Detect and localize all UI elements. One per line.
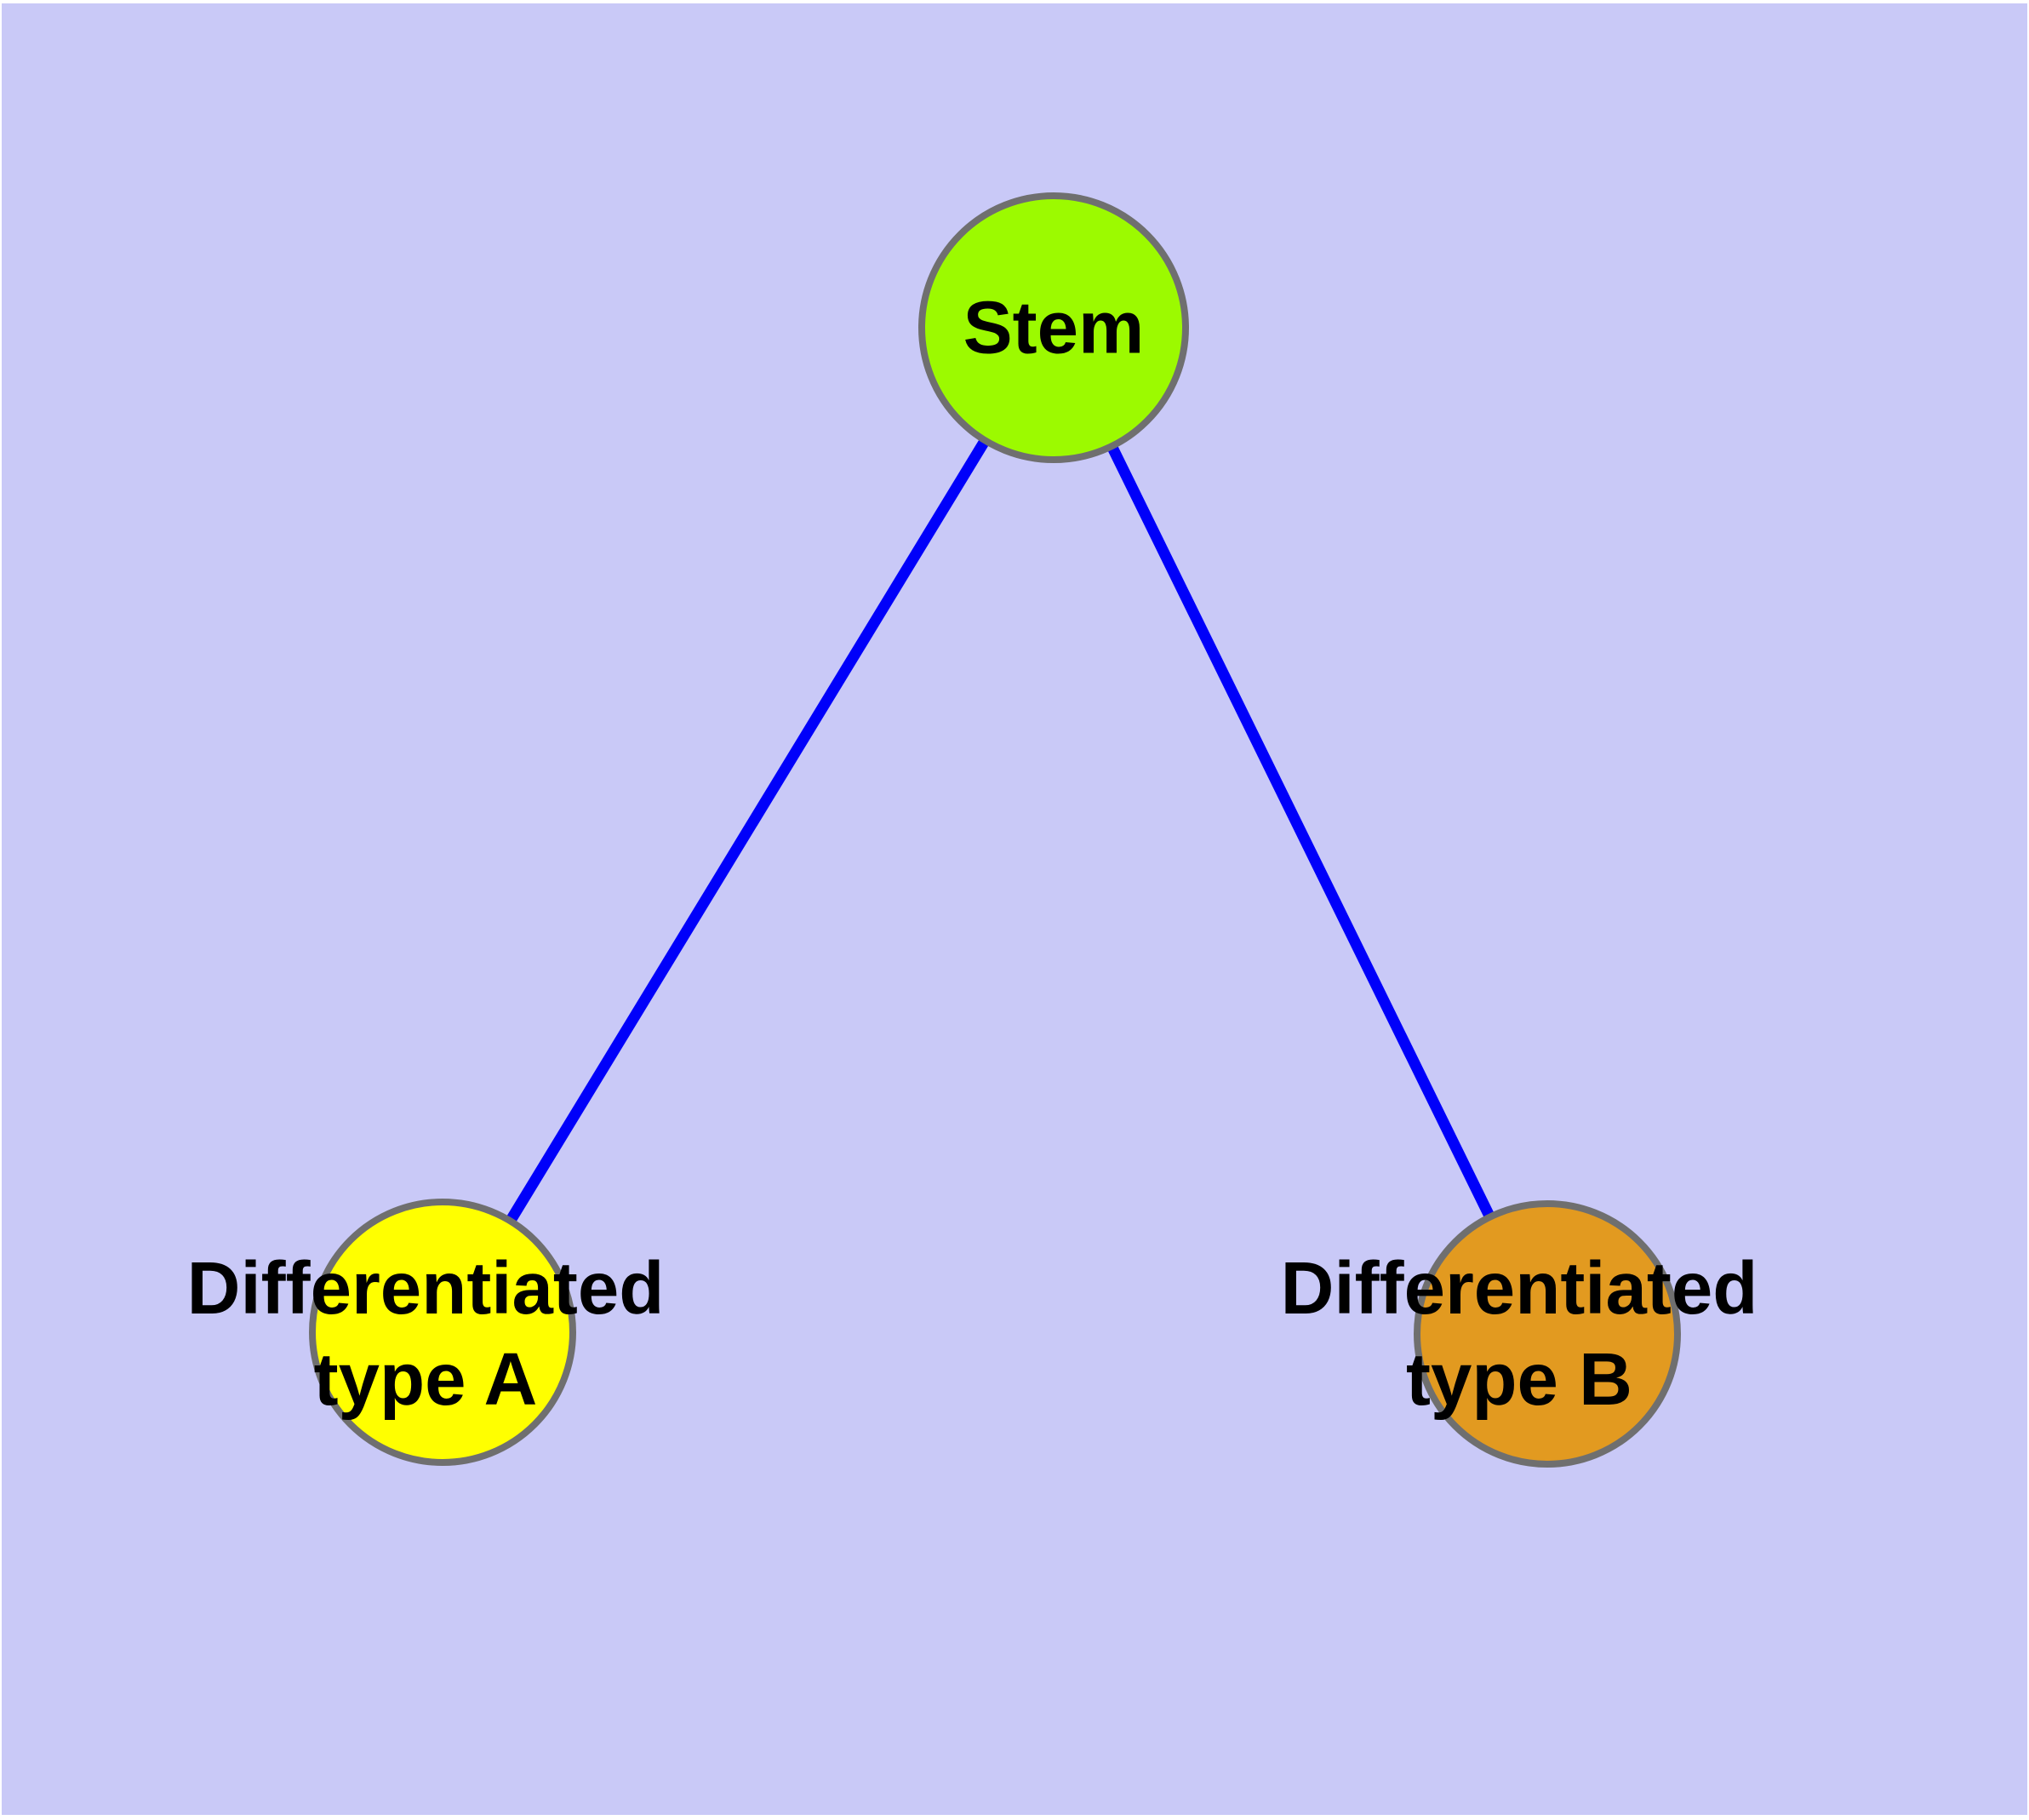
- node-label-line: Stem: [963, 286, 1145, 369]
- node-label-differentiated-type-b: Differentiated type B: [1281, 1243, 1758, 1425]
- node-label-stem: Stem: [963, 283, 1145, 374]
- node-label-line: type A: [313, 1338, 538, 1421]
- node-label-line: Differentiated: [1280, 1247, 1758, 1330]
- edge-stem-differentiated-type-a: [437, 324, 1059, 1336]
- node-label-line: type B: [1406, 1338, 1632, 1421]
- node-label-differentiated-type-a: Differentiated type A: [187, 1243, 665, 1425]
- node-differentiated-type-a: [309, 1199, 576, 1466]
- node-label-line: Differentiated: [186, 1247, 665, 1330]
- edge-stem-differentiated-type-b: [1049, 325, 1552, 1336]
- node-differentiated-type-b: [1414, 1200, 1681, 1468]
- node-stem: [918, 192, 1189, 463]
